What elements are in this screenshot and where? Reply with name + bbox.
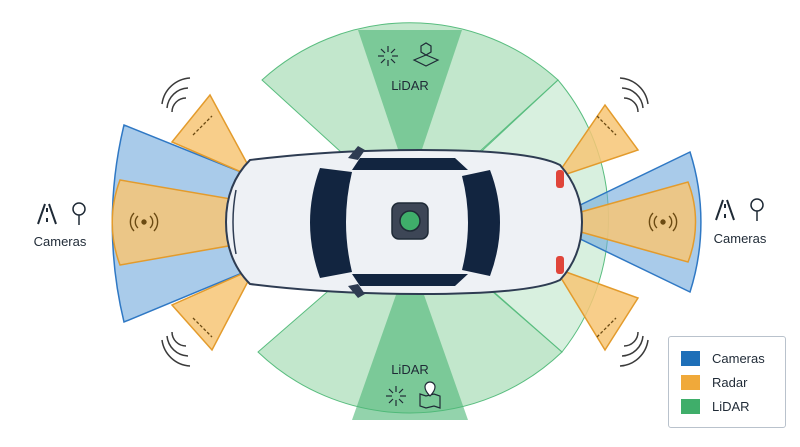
- windshield: [462, 170, 500, 276]
- legend-label: Radar: [712, 374, 748, 390]
- side-window-top: [352, 158, 468, 170]
- radar-corner-br: [553, 266, 640, 352]
- radar-corner-bl: [170, 266, 257, 352]
- legend: Cameras Radar LiDAR: [668, 336, 786, 428]
- legend-label: Cameras: [712, 350, 765, 366]
- radar-corner-tl: [170, 93, 257, 180]
- lidar-label-bottom: LiDAR: [391, 362, 429, 377]
- mirror-top: [348, 146, 365, 160]
- cube-map-icon: [412, 42, 440, 67]
- mirror-bottom: [348, 284, 365, 298]
- grille-left: [232, 189, 237, 255]
- radar-wave-icon: [161, 77, 649, 367]
- cameras-label-right: Cameras: [714, 231, 767, 246]
- legend-item-cameras: Cameras: [681, 346, 785, 370]
- taillight-bottom: [556, 256, 564, 274]
- side-window-bottom: [352, 274, 468, 286]
- cameras-label-left: Cameras: [34, 234, 87, 249]
- radar-coverage: [111, 93, 697, 352]
- lidar-scan-icon: [378, 46, 398, 66]
- lidar-label-top: LiDAR: [391, 78, 429, 93]
- lidar-scan-icon: [386, 386, 406, 406]
- radar-wave-icon: [648, 212, 678, 232]
- radar-wave-icon: [129, 212, 159, 232]
- road-icon: [37, 203, 57, 225]
- traffic-sign-icon: [72, 202, 86, 225]
- double-arrow-icon: [192, 115, 617, 338]
- legend-swatch-radar: [681, 374, 700, 390]
- taillight-top: [556, 170, 564, 188]
- lidar-beam-top: [358, 30, 462, 185]
- road-icon: [715, 199, 735, 221]
- location-map-icon: [419, 381, 441, 409]
- legend-item-radar: Radar: [681, 370, 785, 394]
- traffic-sign-icon: [750, 198, 764, 221]
- lidar-beam-bottom: [352, 255, 468, 420]
- legend-swatch-lidar: [681, 398, 700, 414]
- radar-front-right: [542, 181, 697, 263]
- car: [224, 146, 584, 298]
- rear-window: [310, 168, 352, 278]
- radar-corner-tr: [553, 103, 640, 180]
- legend-label: LiDAR: [712, 398, 750, 414]
- legend-item-lidar: LiDAR: [681, 394, 785, 418]
- legend-swatch-cameras: [681, 350, 700, 366]
- sensor-lens-icon: [399, 210, 421, 232]
